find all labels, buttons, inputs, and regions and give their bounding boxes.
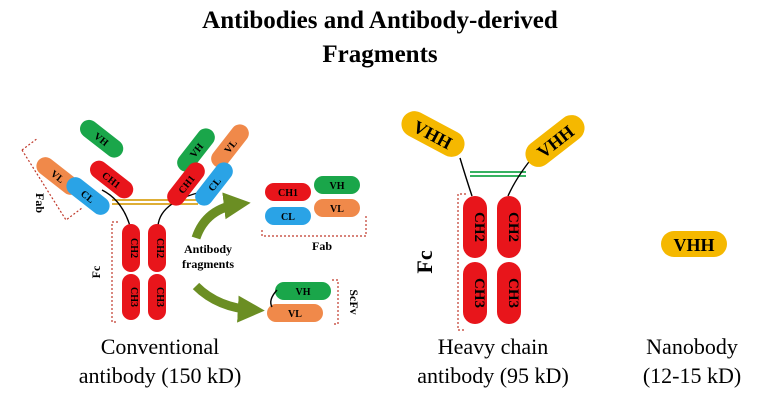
nanobody: VHH xyxy=(661,231,727,257)
label-ch3: CH3 xyxy=(154,287,165,307)
domain-vh xyxy=(177,128,215,172)
caption-nano-line-1: Nanobody xyxy=(646,334,738,359)
label-ch2: CH2 xyxy=(128,238,139,258)
scfv-linker xyxy=(270,289,278,308)
domain-cl xyxy=(195,162,233,206)
hcab-fc-label: Fc xyxy=(412,250,437,273)
title-line-1: Antibodies and Antibody-derived xyxy=(202,7,558,34)
scfv-fragment: VH VL ScFv xyxy=(267,279,361,325)
fc-bracket xyxy=(111,221,118,323)
domain-vh xyxy=(80,119,124,158)
hcab-hinge-curve xyxy=(459,157,473,197)
scfv-bracket xyxy=(332,279,339,325)
label-vl: VL xyxy=(288,309,302,320)
label-ch2: CH2 xyxy=(471,212,487,242)
hcab-fc-bracket xyxy=(457,193,466,331)
domain-ch1 xyxy=(90,160,134,199)
domain-ch2 xyxy=(148,224,166,272)
label-ch3: CH3 xyxy=(505,278,521,308)
fab-fragment-bracket xyxy=(261,216,367,237)
domain-vh xyxy=(314,176,360,194)
domain-ch1 xyxy=(265,183,311,201)
fc-label: Fc xyxy=(89,265,103,278)
domain-vl xyxy=(211,124,249,168)
conventional-antibody: VH CH1 VL CL VH VL CH1 CL xyxy=(21,119,249,323)
fab-fragment-label: Fab xyxy=(312,239,332,253)
domain-ch3 xyxy=(463,262,487,324)
domain-cl xyxy=(265,207,311,225)
label-cl: CL xyxy=(281,212,295,223)
label-ch2: CH2 xyxy=(505,212,521,242)
caption-conventional-line-1: Conventional xyxy=(101,334,220,359)
label-vh: VH xyxy=(296,287,311,298)
domain-ch2 xyxy=(463,196,487,258)
label-vh: VH xyxy=(330,181,345,192)
caption-heavy-line-1: Heavy chain xyxy=(438,334,549,359)
label-ch1: CH1 xyxy=(278,188,298,199)
domain-ch1 xyxy=(167,162,205,206)
domain-ch3 xyxy=(148,274,166,320)
arrow-to-fab xyxy=(191,192,251,240)
caption-conventional-line-2: antibody (150 kD) xyxy=(79,363,242,388)
label-ch3: CH3 xyxy=(128,287,139,307)
caption-heavy-line-2: antibody (95 kD) xyxy=(417,363,569,388)
fragments-label-line-2: fragments xyxy=(182,257,234,271)
scfv-label: ScFv xyxy=(347,289,361,314)
fragments-label-line-1: Antibody xyxy=(184,242,232,256)
label-vhh: VHH xyxy=(673,235,714,255)
conventional-hinge-curve xyxy=(101,189,131,227)
fab-fragment: CH1 VH CL VL Fab xyxy=(261,176,367,253)
domain-ch2 xyxy=(497,196,521,258)
domain-vhh xyxy=(661,231,727,257)
fab-bracket xyxy=(21,137,83,221)
domain-ch3 xyxy=(122,274,140,320)
label-vl: VL xyxy=(330,204,344,215)
title-line-2: Fragments xyxy=(322,41,438,68)
hcab-hinge-curve xyxy=(507,157,533,197)
domain-vl xyxy=(267,304,323,322)
domain-cl xyxy=(66,177,110,215)
fab-label: Fab xyxy=(33,193,47,213)
arrow-to-scfv xyxy=(192,282,265,323)
domain-ch2 xyxy=(122,224,140,272)
domain-vl xyxy=(314,199,360,217)
heavy-chain-antibody: VHH VHH CH2 CH2 CH3 CH3 Fc xyxy=(401,111,585,331)
caption-nano-line-2: (12-15 kD) xyxy=(643,363,741,388)
label-ch2: CH2 xyxy=(154,238,165,258)
domain-ch3 xyxy=(497,262,521,324)
domain-vhh xyxy=(525,115,585,167)
domain-vh xyxy=(275,282,331,300)
label-ch3: CH3 xyxy=(471,278,487,308)
domain-vhh xyxy=(401,111,465,157)
